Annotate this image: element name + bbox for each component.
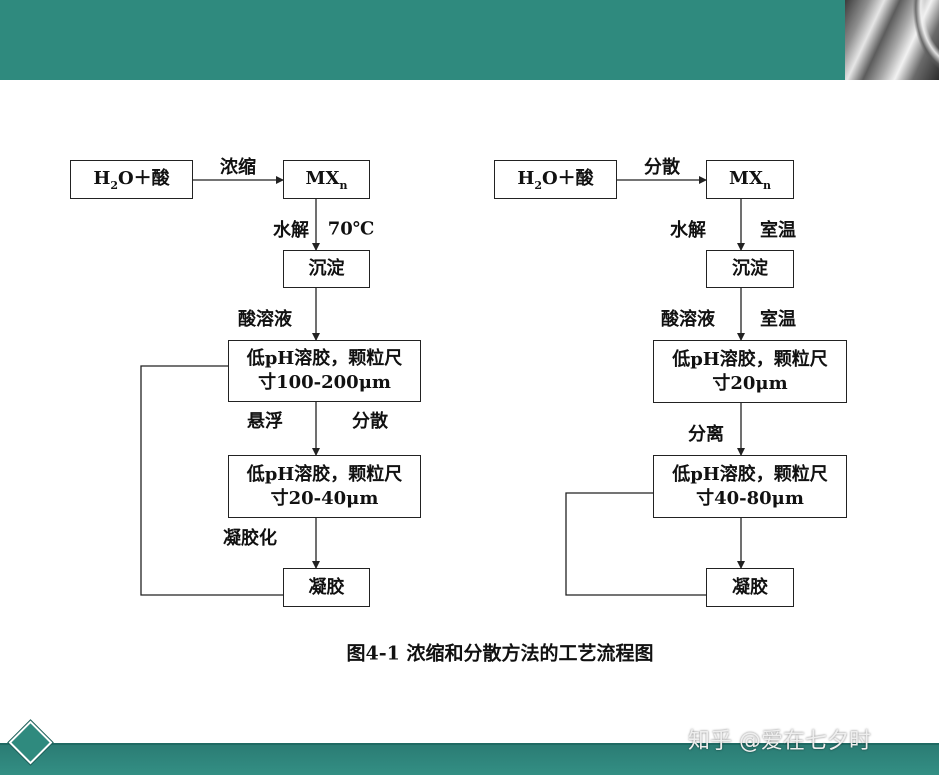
right-node-reactants: H2O＋酸	[494, 160, 617, 199]
left-node-sol1: 低pH溶胶，颗粒尺 寸100-200μm	[228, 340, 421, 402]
right-label-room-temp-2: 室温	[760, 309, 796, 330]
left-node-reactants: H2O＋酸	[70, 160, 193, 199]
left-label-concentrate: 浓缩	[220, 157, 256, 178]
node-subscript: 2	[110, 178, 118, 192]
left-node-precipitate: 沉淀	[283, 250, 370, 288]
node-text-line2: 寸100-200μm	[258, 372, 391, 393]
node-text: 凝胶	[732, 576, 768, 598]
left-label-suspend: 悬浮	[247, 411, 283, 432]
node-text: H	[93, 167, 111, 189]
node-subscript: n	[762, 178, 771, 192]
node-text: H	[517, 167, 535, 189]
left-node-mx: MXn	[283, 160, 370, 199]
node-text: 沉淀	[732, 258, 768, 279]
watermark-text: 知乎 @爱在七夕时	[688, 729, 871, 754]
banner-pipe-image	[845, 0, 939, 80]
node-text: MX	[305, 167, 340, 189]
right-node-precipitate: 沉淀	[706, 250, 794, 288]
right-label-room-temp-1: 室温	[760, 220, 796, 241]
node-subscript: n	[339, 178, 348, 192]
figure-caption: 图4-1 浓缩和分散方法的工艺流程图	[346, 642, 654, 665]
right-label-hydrolysis: 水解	[670, 220, 706, 241]
node-subscript: 2	[534, 178, 542, 192]
right-label-separate: 分离	[688, 424, 724, 445]
node-text: 沉淀	[308, 258, 345, 279]
footer-divider	[0, 743, 939, 745]
left-loop-sol1-to-gel	[140, 365, 283, 596]
left-node-gel: 凝胶	[283, 568, 370, 607]
left-node-sol2: 低pH溶胶，颗粒尺 寸20-40μm	[228, 455, 421, 518]
right-loop-sol2-to-gel	[565, 492, 706, 596]
left-label-disperse: 分散	[352, 411, 388, 432]
node-text-line1: 低pH溶胶，颗粒尺	[246, 348, 403, 369]
node-text-line1: 低pH溶胶，颗粒尺	[672, 463, 828, 485]
node-text: O＋酸	[541, 167, 594, 189]
node-text-line1: 低pH溶胶，颗粒尺	[672, 348, 828, 370]
node-text: 凝胶	[308, 576, 345, 598]
right-node-gel: 凝胶	[706, 568, 794, 607]
right-node-sol2: 低pH溶胶，颗粒尺 寸40-80μm	[653, 455, 847, 518]
node-text-line2: 寸40-80μm	[696, 487, 804, 509]
left-label-acid-solution: 酸溶液	[238, 309, 292, 330]
right-label-acid-solution: 酸溶液	[661, 309, 715, 330]
header-banner	[0, 0, 939, 80]
node-text: MX	[729, 167, 763, 189]
node-text-line1: 低pH溶胶，颗粒尺	[246, 463, 403, 485]
left-label-hydrolysis: 水解	[273, 220, 309, 241]
footer-bar	[0, 745, 939, 775]
left-label-temperature: 70℃	[327, 218, 375, 240]
right-node-mx: MXn	[706, 160, 794, 199]
node-text: O＋酸	[117, 167, 170, 189]
right-node-sol1: 低pH溶胶，颗粒尺 寸20μm	[653, 340, 847, 403]
left-label-gelation: 凝胶化	[223, 528, 277, 549]
node-text-line2: 寸20-40μm	[270, 487, 379, 509]
right-label-disperse: 分散	[644, 157, 680, 178]
node-text-line2: 寸20μm	[712, 372, 788, 394]
